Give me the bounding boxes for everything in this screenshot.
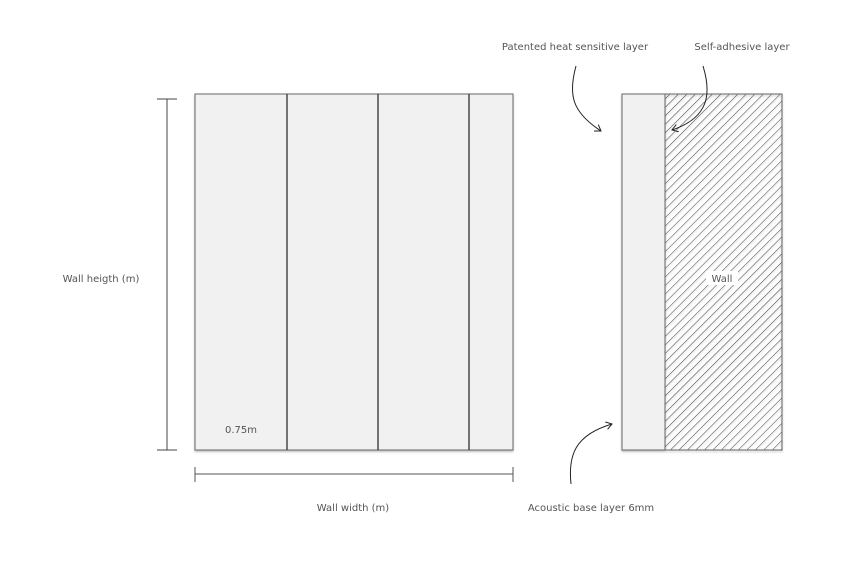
- adhesive-layer-label: Self-adhesive layer: [694, 42, 790, 53]
- acoustic-layer: [621, 93, 666, 451]
- wall-cross-section: [621, 93, 783, 451]
- adhesive-layer-arrow: [672, 65, 708, 130]
- acoustic-layer-label: Acoustic base layer 6mm: [528, 503, 654, 514]
- width-dimension-line: [194, 467, 514, 482]
- wall-label: Wall: [712, 274, 733, 285]
- heat-layer-arrow: [571, 65, 601, 131]
- wall-hatched: [664, 93, 783, 451]
- wall-height-label: Wall heigth (m): [63, 274, 140, 285]
- wall-front-view: [194, 93, 514, 451]
- panel-width-label: 0.75m: [225, 425, 257, 436]
- wall-width-label: Wall width (m): [317, 503, 389, 514]
- height-dimension-line: [157, 98, 177, 451]
- wall-label-backdrop: [706, 271, 738, 285]
- heat-layer-label: Patented heat sensitive layer: [502, 42, 649, 53]
- acoustic-layer-arrow: [569, 424, 612, 485]
